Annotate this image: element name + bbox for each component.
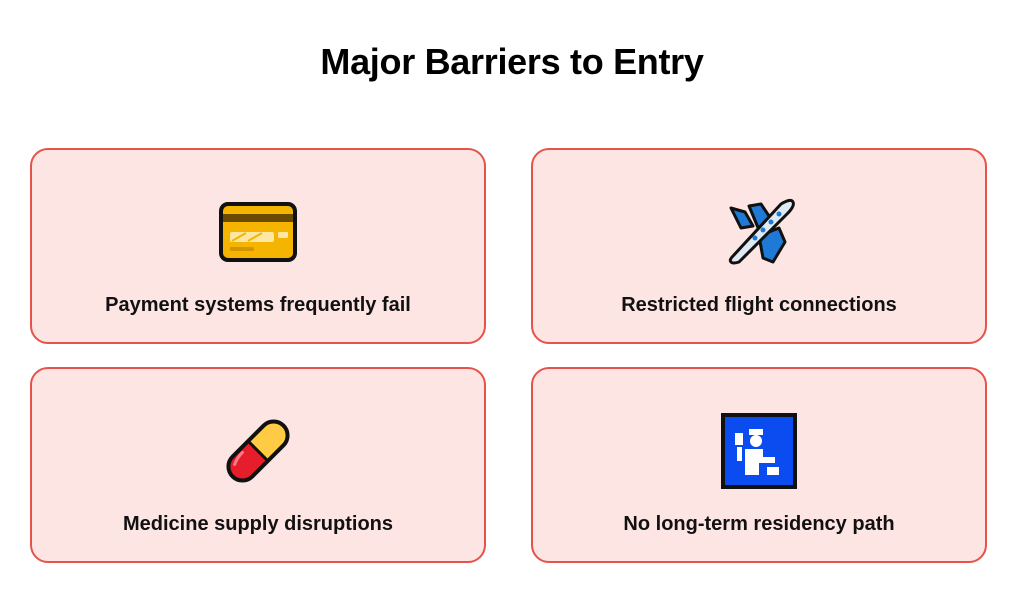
barrier-label: Restricted flight connections bbox=[621, 294, 897, 316]
barrier-card-residency: No long-term residency path bbox=[531, 367, 987, 563]
page-title: Major Barriers to Entry bbox=[320, 41, 704, 82]
barrier-label: Payment systems frequently fail bbox=[105, 294, 411, 316]
passport-control-icon bbox=[719, 411, 799, 491]
airplane-icon bbox=[719, 192, 799, 272]
barrier-card-payment: Payment systems frequently fail bbox=[30, 148, 486, 344]
barrier-card-flights: Restricted flight connections bbox=[531, 148, 987, 344]
barrier-label: Medicine supply disruptions bbox=[122, 513, 394, 535]
barrier-label: No long-term residency path bbox=[623, 513, 895, 535]
pill-icon bbox=[218, 411, 298, 491]
credit-card-icon bbox=[218, 192, 298, 272]
barrier-card-medicine: Medicine supply disruptions bbox=[30, 367, 486, 563]
